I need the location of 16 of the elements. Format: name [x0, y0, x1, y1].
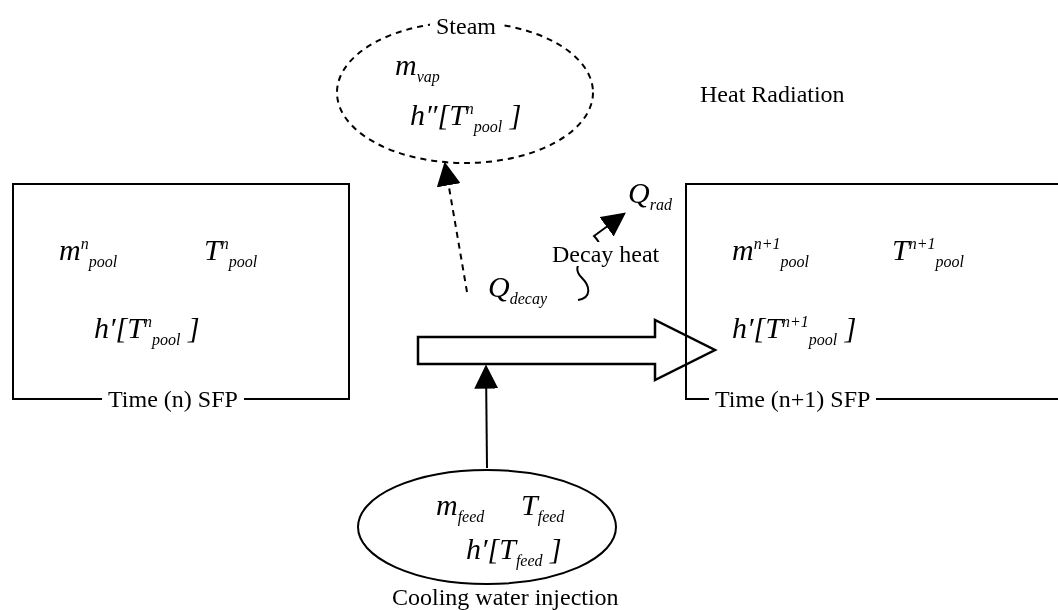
math-symbol: h″[T$^{n}$$_{pool}$ ]: [410, 100, 522, 135]
math-symbol: m$_{feed}$: [436, 490, 485, 525]
edge-label: Q$_{decay}$: [488, 272, 547, 307]
block-arrow: [416, 317, 718, 383]
arrow: [436, 161, 468, 293]
math-symbol: h′[T$^{n+1}$$_{pool}$ ]: [732, 313, 857, 348]
math-symbol: T$_{feed}$: [521, 490, 565, 525]
label: Decay heat: [552, 242, 660, 266]
node-title: Time (n) SFP: [102, 387, 244, 411]
math-symbol: h′[T$^{n}$$_{pool}$ ]: [94, 313, 200, 348]
node-title: Time (n+1) SFP: [709, 387, 877, 411]
arrow: [474, 364, 499, 469]
math-symbol: m$_{vap}$: [395, 50, 440, 85]
math-symbol: h′[T$_{feed}$ ]: [466, 534, 562, 569]
cooling-water-ellipse: [356, 468, 618, 586]
math-symbol: Q$_{rad}$: [628, 178, 672, 213]
